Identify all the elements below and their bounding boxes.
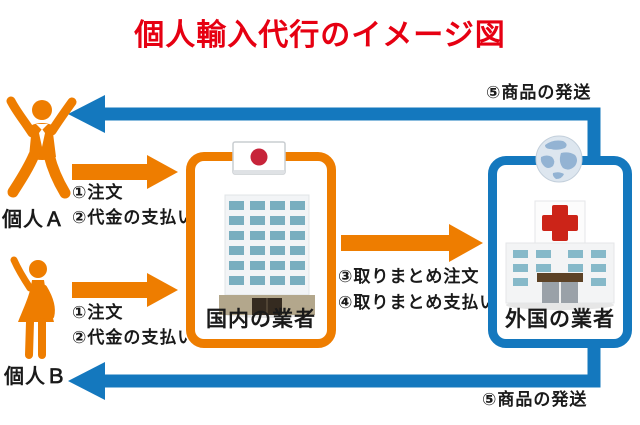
flow-consolidated-payment: ④取りまとめ支払い [338,293,498,313]
flow-shipping-top-label: ⑤商品の発送 [486,83,592,103]
arrow-a-to-domestic [72,155,178,189]
person-b-icon [10,256,55,359]
office-building-icon [219,194,315,318]
foreign-agent-label: 外国の業者 [505,307,615,331]
person-a-label: 個人Ａ [2,207,65,231]
domestic-agent-label: 国内の業者 [206,307,316,331]
hospital-building-icon [505,200,615,310]
arrow-b-to-domestic [72,273,178,307]
arrow-shipping-to-b [68,344,601,400]
flow-b-step-payment: ②代金の支払い [72,328,196,348]
person-b-label: 個人Ｂ [4,364,67,388]
flow-shipping-bottom-label: ⑤商品の発送 [482,390,588,410]
flow-consolidated-order: ③取りまとめ注文 [338,267,480,287]
domestic-agent-box: 国内の業者 [186,152,336,348]
diagram-title: 個人輸入代行のイメージ図 [134,18,506,53]
foreign-agent-box: 外国の業者 [488,156,632,348]
person-a-icon [6,96,77,199]
arrow-domestic-to-foreign [341,224,483,262]
flow-a-step-order: ①注文 [72,183,124,203]
japan-flag-icon [232,141,286,175]
globe-icon [535,135,583,183]
flow-a-step-payment: ②代金の支払い [72,208,196,228]
flow-b-step-order: ①注文 [72,303,124,323]
arrow-shipping-to-a [68,95,601,162]
